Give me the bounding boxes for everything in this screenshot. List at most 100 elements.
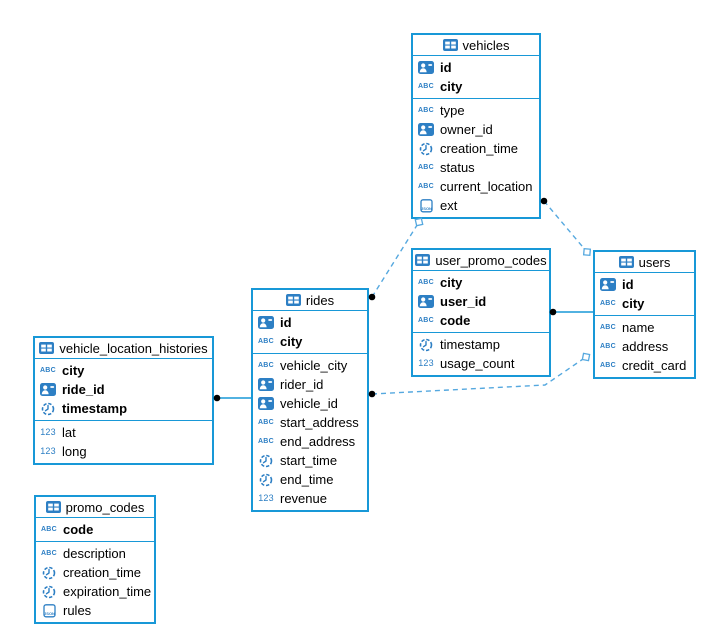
person-id-icon: [417, 61, 435, 74]
column-city[interactable]: ABC city: [413, 77, 539, 96]
column-name: city: [440, 79, 463, 94]
column-creation_time[interactable]: creation_time: [413, 139, 539, 158]
abc-text-icon: ABC: [599, 362, 617, 369]
column-id[interactable]: id: [253, 313, 367, 332]
column-name: owner_id: [440, 122, 493, 137]
clock-icon: [257, 473, 275, 487]
column-status[interactable]: ABC status: [413, 158, 539, 177]
column-rules[interactable]: JSON rules: [36, 601, 154, 620]
clock-icon: [40, 585, 58, 599]
column-name: name: [622, 320, 655, 335]
abc-text-icon: ABC: [39, 367, 57, 374]
column-vehicle_id[interactable]: vehicle_id: [253, 394, 367, 413]
svg-text:JSON: JSON: [421, 206, 432, 211]
relation-rides-to-vehicles[interactable]: [371, 221, 420, 298]
column-name: status: [440, 160, 475, 175]
column-ext[interactable]: JSON ext: [413, 196, 539, 215]
table-grid-icon: [618, 256, 634, 268]
person-id-icon: [599, 278, 617, 291]
column-name: end_time: [280, 472, 334, 487]
column-name: creation_time: [63, 565, 142, 580]
json-doc-icon: JSON: [40, 603, 58, 618]
table-title[interactable]: rides: [253, 290, 367, 311]
clock-icon: [417, 338, 435, 352]
column-timestamp[interactable]: timestamp: [35, 399, 212, 418]
column-name: city: [280, 334, 303, 349]
relation-vehicles-to-users[interactable]: [543, 200, 588, 253]
abc-text-icon: ABC: [417, 83, 435, 90]
column-timestamp[interactable]: timestamp: [413, 335, 549, 354]
column-ride_id[interactable]: ride_id: [35, 380, 212, 399]
table-title[interactable]: vehicle_location_histories: [35, 338, 212, 359]
column-id[interactable]: id: [595, 275, 694, 294]
person-id-icon: [257, 397, 275, 410]
column-name: city: [440, 275, 463, 290]
column-name: expiration_time: [63, 584, 152, 599]
column-creation_time[interactable]: creation_time: [36, 563, 154, 582]
table-title[interactable]: promo_codes: [36, 497, 154, 518]
column-city[interactable]: ABC city: [413, 273, 549, 292]
abc-text-icon: ABC: [599, 343, 617, 350]
abc-text-icon: ABC: [40, 550, 58, 557]
table-name: rides: [305, 292, 335, 308]
column-name: ext: [440, 198, 458, 213]
abc-text-icon: ABC: [417, 279, 435, 286]
column-name: usage_count: [440, 356, 515, 371]
person-id-icon: [39, 383, 57, 396]
abc-text-icon: ABC: [257, 419, 275, 426]
abc-text-icon: ABC: [417, 107, 435, 114]
column-end_time[interactable]: end_time: [253, 470, 367, 489]
column-name: current_location: [440, 179, 533, 194]
column-user_id[interactable]: user_id: [413, 292, 549, 311]
123-number-icon: 123: [40, 446, 56, 456]
abc-text-icon: ABC: [417, 317, 435, 324]
column-name: id: [280, 315, 292, 330]
column-name: rules: [63, 603, 92, 618]
person-id-icon: [257, 378, 275, 391]
relation-diamond-endpoint: [414, 217, 424, 227]
table-title[interactable]: vehicles: [413, 35, 539, 56]
abc-text-icon: ABC: [257, 438, 275, 445]
column-expiration_time[interactable]: expiration_time: [36, 582, 154, 601]
table-title[interactable]: users: [595, 252, 694, 273]
table-name: vehicles: [462, 37, 510, 53]
column-id[interactable]: id: [413, 58, 539, 77]
abc-text-icon: ABC: [417, 164, 435, 171]
table-title[interactable]: user_promo_codes: [413, 250, 549, 271]
column-owner_id[interactable]: owner_id: [413, 120, 539, 139]
column-rider_id[interactable]: rider_id: [253, 375, 367, 394]
relation-rides-to-users[interactable]: [371, 356, 587, 395]
column-start_time[interactable]: start_time: [253, 451, 367, 470]
